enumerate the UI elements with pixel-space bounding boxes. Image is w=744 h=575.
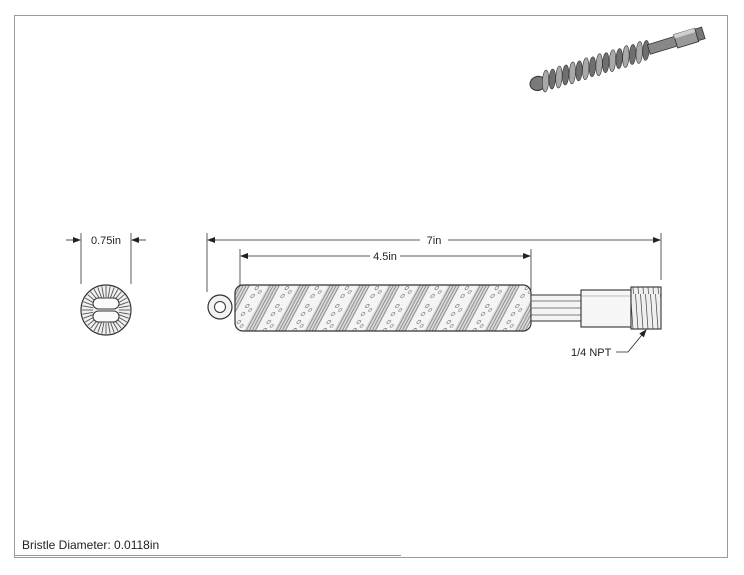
bristle-section — [234, 284, 532, 332]
thread-leader — [616, 329, 647, 353]
diameter-dimension: 0.75in — [91, 235, 121, 247]
bristle-spoke — [118, 301, 129, 306]
bristle-spoke — [110, 322, 115, 333]
iso-bristle-tuft — [629, 44, 637, 65]
iso-bristle-tuft — [588, 56, 596, 78]
bristle-spoke — [101, 322, 105, 334]
iso-ferrule-shine — [673, 28, 696, 39]
bristle-spoke — [83, 301, 94, 306]
bristle-disk — [80, 284, 132, 336]
npt-thread — [630, 286, 662, 330]
bristle-spoke — [112, 321, 119, 332]
iso-bristle-tuft — [555, 65, 563, 89]
wire-core-upper — [92, 297, 120, 310]
wire-core-lower — [92, 310, 120, 323]
iso-bristle-tuft — [575, 60, 583, 82]
bristle-spoke — [107, 322, 111, 334]
bristle-spoke — [118, 305, 130, 309]
iso-bristle-tuft — [568, 61, 576, 85]
bristle-spoke — [112, 288, 119, 299]
iso-bristle-tuft — [622, 45, 630, 68]
iso-bristle-tuft — [548, 68, 556, 90]
iso-bristle-tuft — [615, 48, 623, 69]
bristle-spoke — [82, 311, 94, 315]
iso-bristle-tuft — [542, 69, 550, 93]
brush-length-dimension: 4.5in — [373, 251, 397, 263]
overall-length-dimension: 7in — [427, 235, 442, 247]
iso-bristle-tuft — [608, 49, 617, 72]
iso-bristle-tuft — [635, 41, 643, 64]
isometric-preview — [529, 26, 706, 93]
bristle-spoke — [82, 305, 94, 309]
iso-bristle-tuft — [602, 52, 610, 73]
iso-thread — [694, 26, 706, 42]
title-block-rule — [14, 555, 401, 556]
iso-stem — [646, 36, 678, 55]
bristle-spoke — [93, 288, 100, 299]
bristle-spoke — [97, 287, 102, 298]
side-view: 7in 4.5in 1/4 NPT — [206, 233, 662, 359]
bristle-spoke — [118, 314, 129, 319]
iso-bristles — [542, 40, 650, 93]
wire-loop-hole — [214, 301, 226, 313]
bristle-spoke — [107, 286, 111, 298]
ferrule — [580, 289, 632, 328]
end-view: 0.75in — [66, 233, 146, 336]
iso-bristle-tuft — [595, 53, 603, 76]
bristle-spoke — [93, 321, 100, 332]
bristle-spoke — [101, 286, 105, 298]
iso-bristle-tuft — [582, 57, 590, 81]
iso-bristle-tuft — [642, 40, 650, 61]
drawing-border — [14, 15, 728, 558]
bristle-spoke — [97, 322, 102, 333]
thread-callout: 1/4 NPT — [571, 347, 612, 359]
bristle-spoke — [118, 311, 130, 315]
iso-bristle-tuft — [562, 64, 570, 86]
bristle-spoke — [110, 287, 115, 298]
bristle-spoke — [83, 314, 94, 319]
bristle-diameter-note: Bristle Diameter: 0.0118in — [22, 538, 160, 552]
